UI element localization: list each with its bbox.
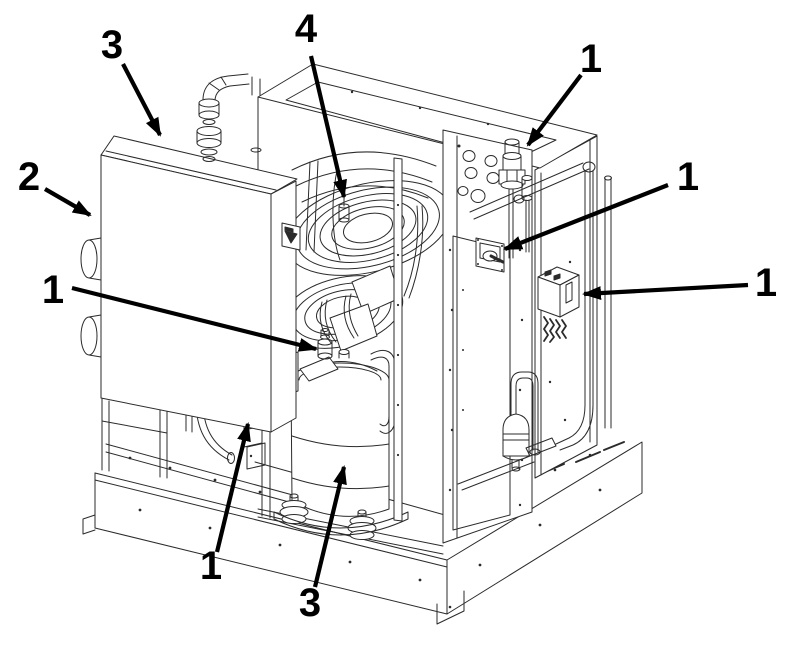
pressure-switch	[537, 266, 580, 343]
callout-4-condenser-coil-label: 4	[295, 7, 318, 51]
compressor	[273, 293, 409, 540]
callout-3-compressor: 3	[299, 465, 347, 625]
base-rivets	[128, 453, 602, 609]
callout-1-panel-switch-label: 1	[677, 155, 699, 199]
callout-1-panel-switch: 1	[503, 155, 699, 251]
right-pipes	[555, 161, 612, 451]
callout-1-compressor-fitting-arrow	[71, 285, 318, 352]
callout-1-pressure-switch: 1	[582, 261, 777, 305]
callout-3-electrical-box-top: 3	[101, 23, 162, 137]
callout-3-compressor-label: 3	[299, 581, 321, 625]
callout-2-left-panel: 2	[18, 155, 92, 217]
callout-1-pressure-switch-label: 1	[755, 261, 777, 305]
callout-layer: 3 4 1 2 1 1 1 1 3	[18, 7, 777, 625]
callout-2-left-panel-label: 2	[18, 155, 40, 199]
callout-4-condenser-coil-arrow	[308, 55, 347, 199]
pipe-stubs	[80, 237, 102, 358]
condenser-coil	[280, 151, 452, 352]
callout-4-condenser-coil: 4	[295, 7, 347, 199]
switch-wires	[543, 316, 567, 343]
callout-3-compressor-arrow	[312, 465, 347, 588]
callout-1-compressor-fitting-label: 1	[42, 268, 64, 312]
callout-1-liquid-valve: 1	[200, 422, 251, 588]
callout-1-liquid-valve-arrow	[214, 422, 251, 553]
panel-switch	[462, 237, 505, 411]
callout-1-service-valve-top-arrow	[526, 73, 583, 147]
filter-drier	[457, 371, 557, 491]
frame-column	[393, 157, 403, 522]
callout-1-pressure-switch-arrow	[582, 282, 749, 301]
service-valve	[469, 138, 590, 259]
access-door	[452, 235, 511, 531]
callout-1-compressor-fitting: 1	[42, 268, 318, 352]
warning-label	[281, 222, 301, 251]
callout-1-service-valve-top: 1	[526, 37, 602, 147]
callout-3-electrical-box-top-label: 3	[101, 23, 123, 67]
callout-1-panel-switch-arrow	[503, 183, 669, 251]
callout-3-electrical-box-top-arrow	[121, 63, 162, 137]
vibration-mounts	[273, 493, 409, 540]
box-top-pipe	[196, 73, 262, 162]
callout-2-left-panel-arrow	[43, 187, 92, 217]
electrical-box	[80, 135, 301, 433]
callout-1-service-valve-top-label: 1	[580, 37, 602, 81]
callout-1-liquid-valve-label: 1	[200, 544, 222, 588]
